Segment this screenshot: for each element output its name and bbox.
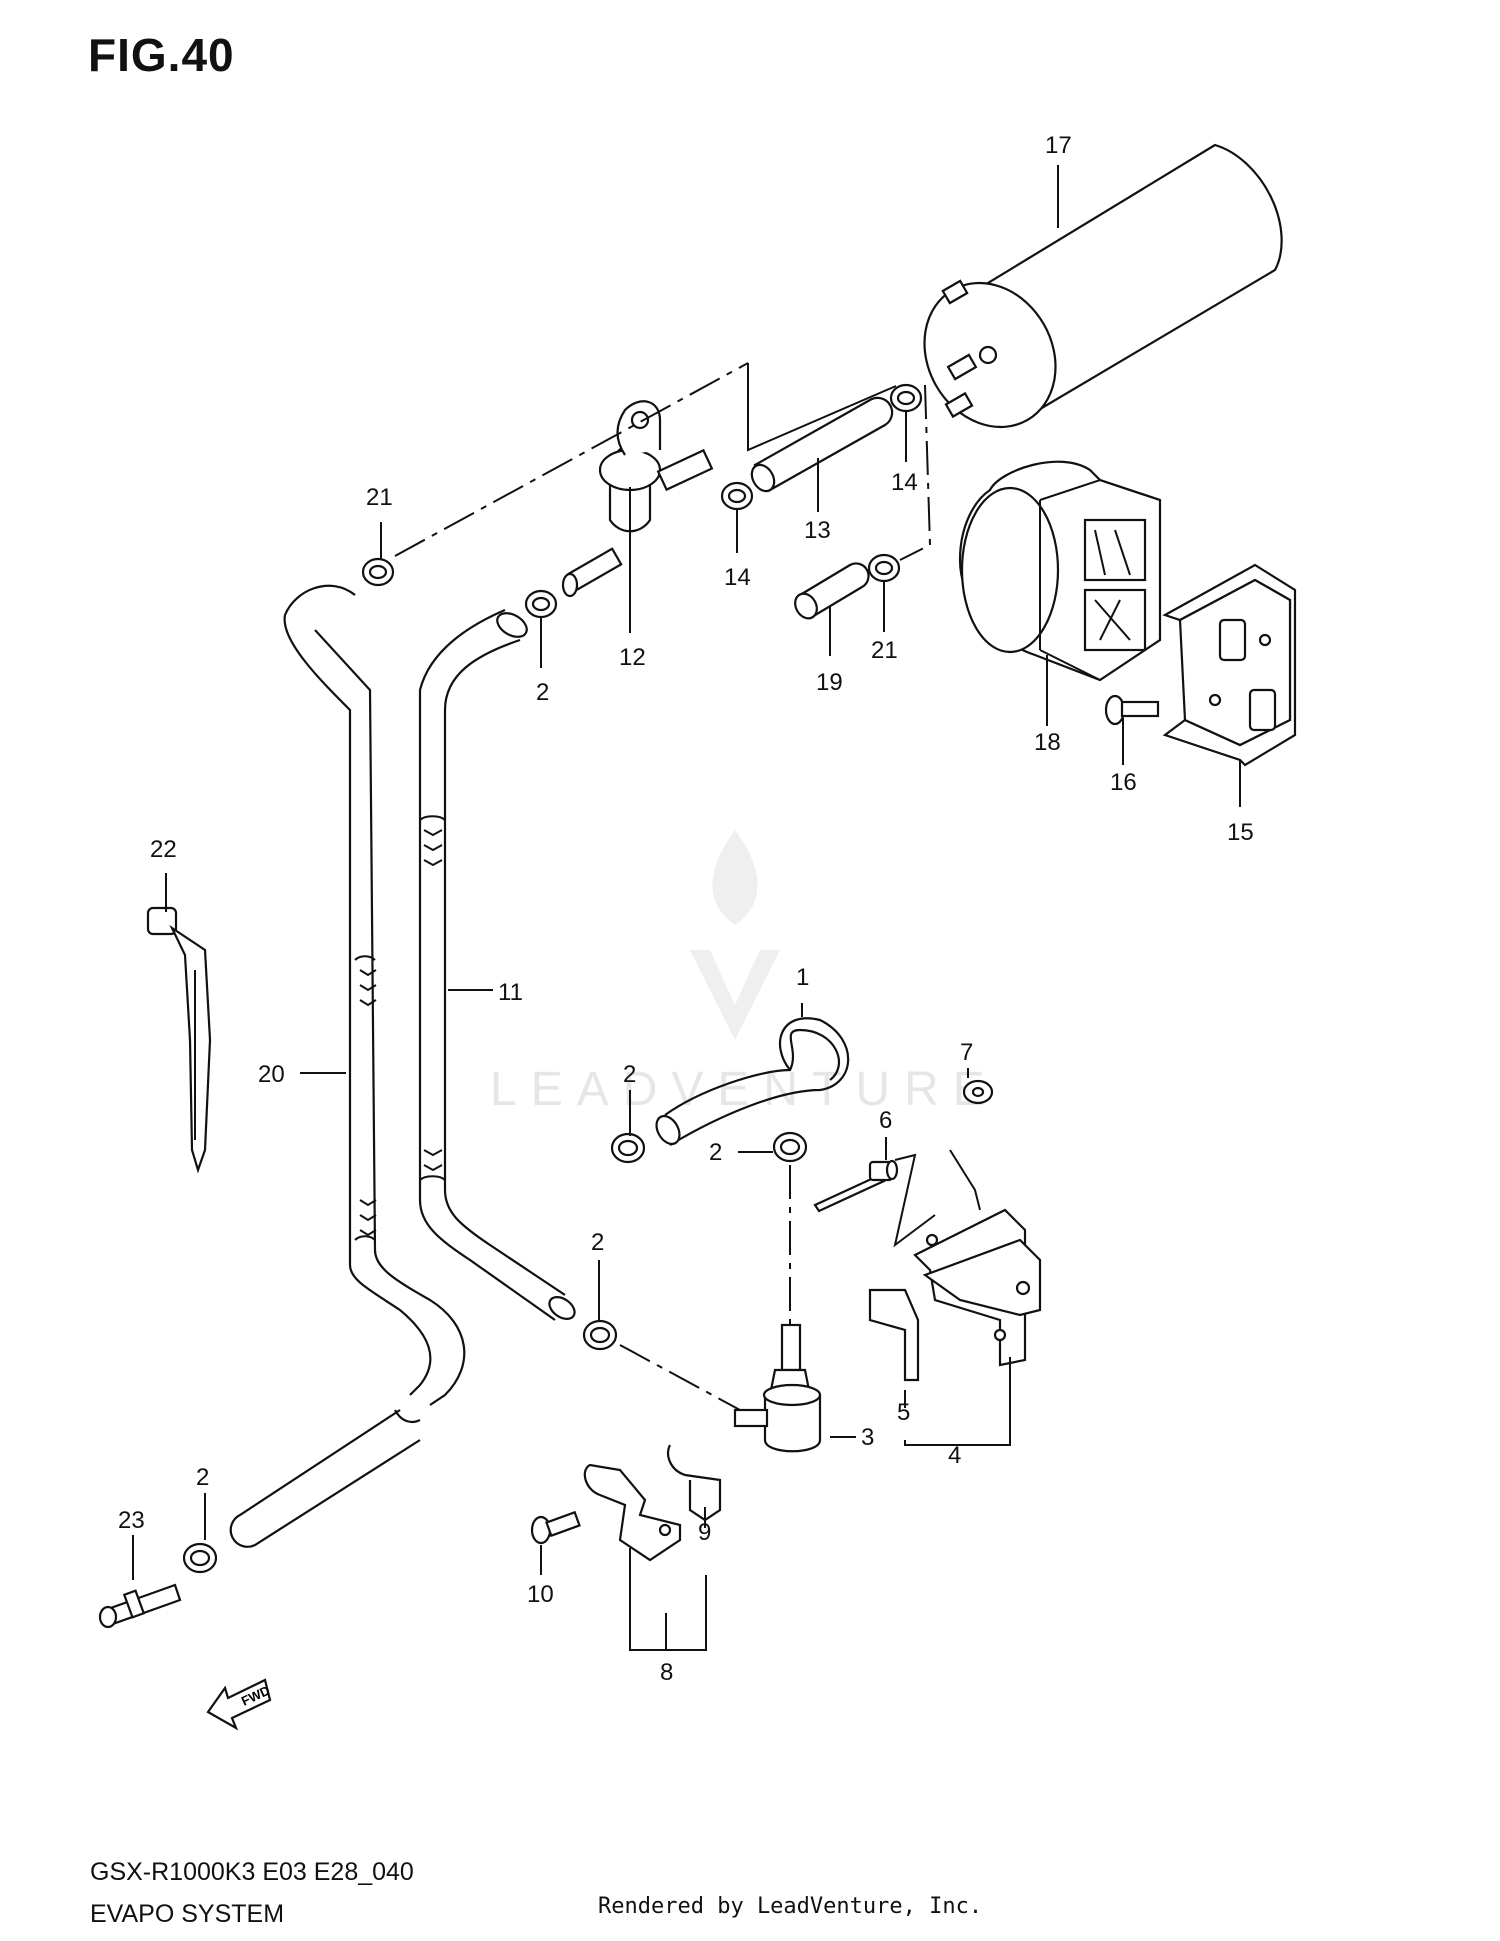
part-2-clamp-mid-a[interactable]	[610, 1132, 646, 1164]
guide-line-b	[899, 384, 932, 561]
part-19-plug[interactable]	[791, 562, 870, 622]
callout-7: 7	[960, 1039, 973, 1066]
callout-11: 11	[498, 979, 523, 1006]
callout-1: 1	[796, 964, 809, 991]
part-13-hose[interactable]	[747, 396, 894, 495]
callout-2-lower: 2	[591, 1229, 604, 1256]
part-14-clamp-b[interactable]	[889, 383, 923, 413]
callout-16: 16	[1110, 769, 1137, 796]
system-name: EVAPO SYSTEM	[90, 1900, 285, 1928]
callout-10: 10	[527, 1581, 554, 1608]
callout-20: 20	[258, 1061, 285, 1088]
part-7-washer[interactable]	[962, 1079, 994, 1105]
part-1-hose[interactable]	[652, 1017, 850, 1148]
callout-2-mid-b: 2	[709, 1139, 722, 1166]
callout-13: 13	[804, 517, 831, 544]
model-code: GSX-R1000K3 E03 E28_040	[90, 1858, 414, 1886]
part-18-canister-holder[interactable]	[958, 460, 1162, 682]
part-21-clamp-right[interactable]	[867, 553, 901, 583]
part-16-bolt[interactable]	[1104, 694, 1160, 726]
callout-14-a: 14	[724, 564, 751, 591]
watermark-text: LEADVENTURE	[490, 1063, 999, 1116]
rendered-by-credit: Rendered by LeadVenture, Inc.	[598, 1894, 983, 1919]
part-4-bracket[interactable]	[913, 1208, 1042, 1367]
callout-2-mid-a: 2	[623, 1061, 636, 1088]
part-2-clamp-upper[interactable]	[524, 589, 558, 619]
callout-9: 9	[698, 1519, 711, 1546]
callout-21-top: 21	[366, 484, 393, 511]
part-15-bracket-plate[interactable]	[1162, 563, 1297, 767]
callout-5: 5	[897, 1399, 910, 1426]
callout-15: 15	[1227, 819, 1254, 846]
callout-17: 17	[1045, 132, 1072, 159]
callout-3: 3	[861, 1424, 874, 1451]
part-14-clamp-a[interactable]	[720, 481, 754, 511]
callout-22: 22	[150, 836, 177, 863]
callout-12: 12	[619, 644, 646, 671]
callout-21-right: 21	[871, 637, 898, 664]
guide-line-d	[619, 1344, 741, 1411]
part-2-clamp-bottom[interactable]	[182, 1542, 218, 1574]
watermark: LEADVENTURE	[490, 830, 999, 1116]
part-20-hose[interactable]	[229, 584, 466, 1548]
callout-2-upper: 2	[536, 679, 549, 706]
part-21-clamp-top[interactable]	[361, 557, 395, 587]
callout-18: 18	[1034, 729, 1061, 756]
part-12-valve[interactable]	[561, 400, 714, 598]
callout-23: 23	[118, 1507, 145, 1534]
callout-19: 19	[816, 669, 843, 696]
part-2-clamp-mid-b[interactable]	[772, 1131, 808, 1163]
callout-4: 4	[948, 1442, 961, 1469]
leader-lines	[132, 165, 1241, 1651]
part-8-clamp-bracket[interactable]	[583, 1444, 722, 1562]
part-23-joint[interactable]	[98, 1583, 182, 1629]
part-17-canister[interactable]	[899, 143, 1283, 451]
fwd-arrow-icon: FWD	[206, 1678, 272, 1731]
part-3-valve[interactable]	[733, 1323, 822, 1453]
part-5-small-bracket[interactable]	[868, 1288, 920, 1382]
callout-2-bottom: 2	[196, 1464, 209, 1491]
part-10-screw[interactable]	[530, 1510, 581, 1545]
guide-line-a	[394, 362, 749, 557]
callout-6: 6	[879, 1107, 892, 1134]
callout-14-b: 14	[891, 469, 918, 496]
part-11-hose[interactable]	[418, 608, 579, 1323]
part-6-rivet[interactable]	[813, 1159, 899, 1213]
callout-8: 8	[660, 1659, 673, 1686]
figure-title: FIG.40	[88, 29, 235, 81]
callout-labels: 17 21 2 12 13 14 14 21 19 18 16 15 22 20…	[118, 132, 1254, 1686]
part-2-clamp-lower[interactable]	[582, 1319, 618, 1351]
part-22-cable-tie[interactable]	[146, 906, 212, 1174]
